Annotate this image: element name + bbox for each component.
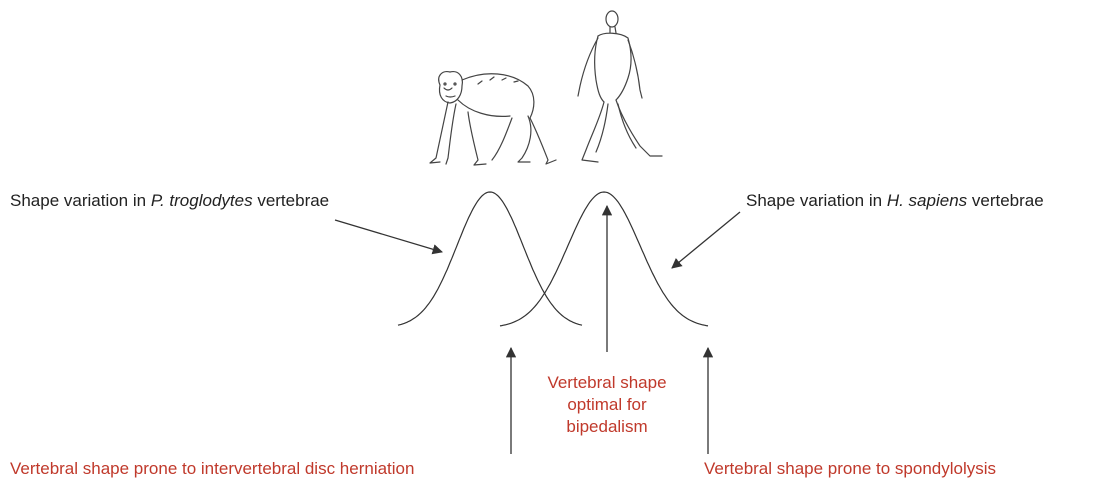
human-shape-variation-label: Shape variation in H. sapiens vertebrae: [746, 191, 1044, 211]
spondylolysis-label: Vertebral shape prone to spondylolysis: [704, 459, 996, 479]
herniation-label: Vertebral shape prone to intervertebral …: [10, 459, 414, 479]
chimp-shape-variation-label: Shape variation in P. troglodytes verteb…: [10, 191, 329, 211]
chimp-label-arrow: [335, 220, 442, 252]
human-label-arrow: [672, 212, 740, 268]
human-walking-illustration: [578, 11, 662, 162]
human-shape-distribution-curve: [500, 192, 708, 326]
chimpanzee-illustration: [430, 72, 556, 165]
optimal-shape-label: Vertebral shape optimal for bipedalism: [536, 372, 678, 438]
chimp-shape-distribution-curve: [398, 192, 582, 325]
